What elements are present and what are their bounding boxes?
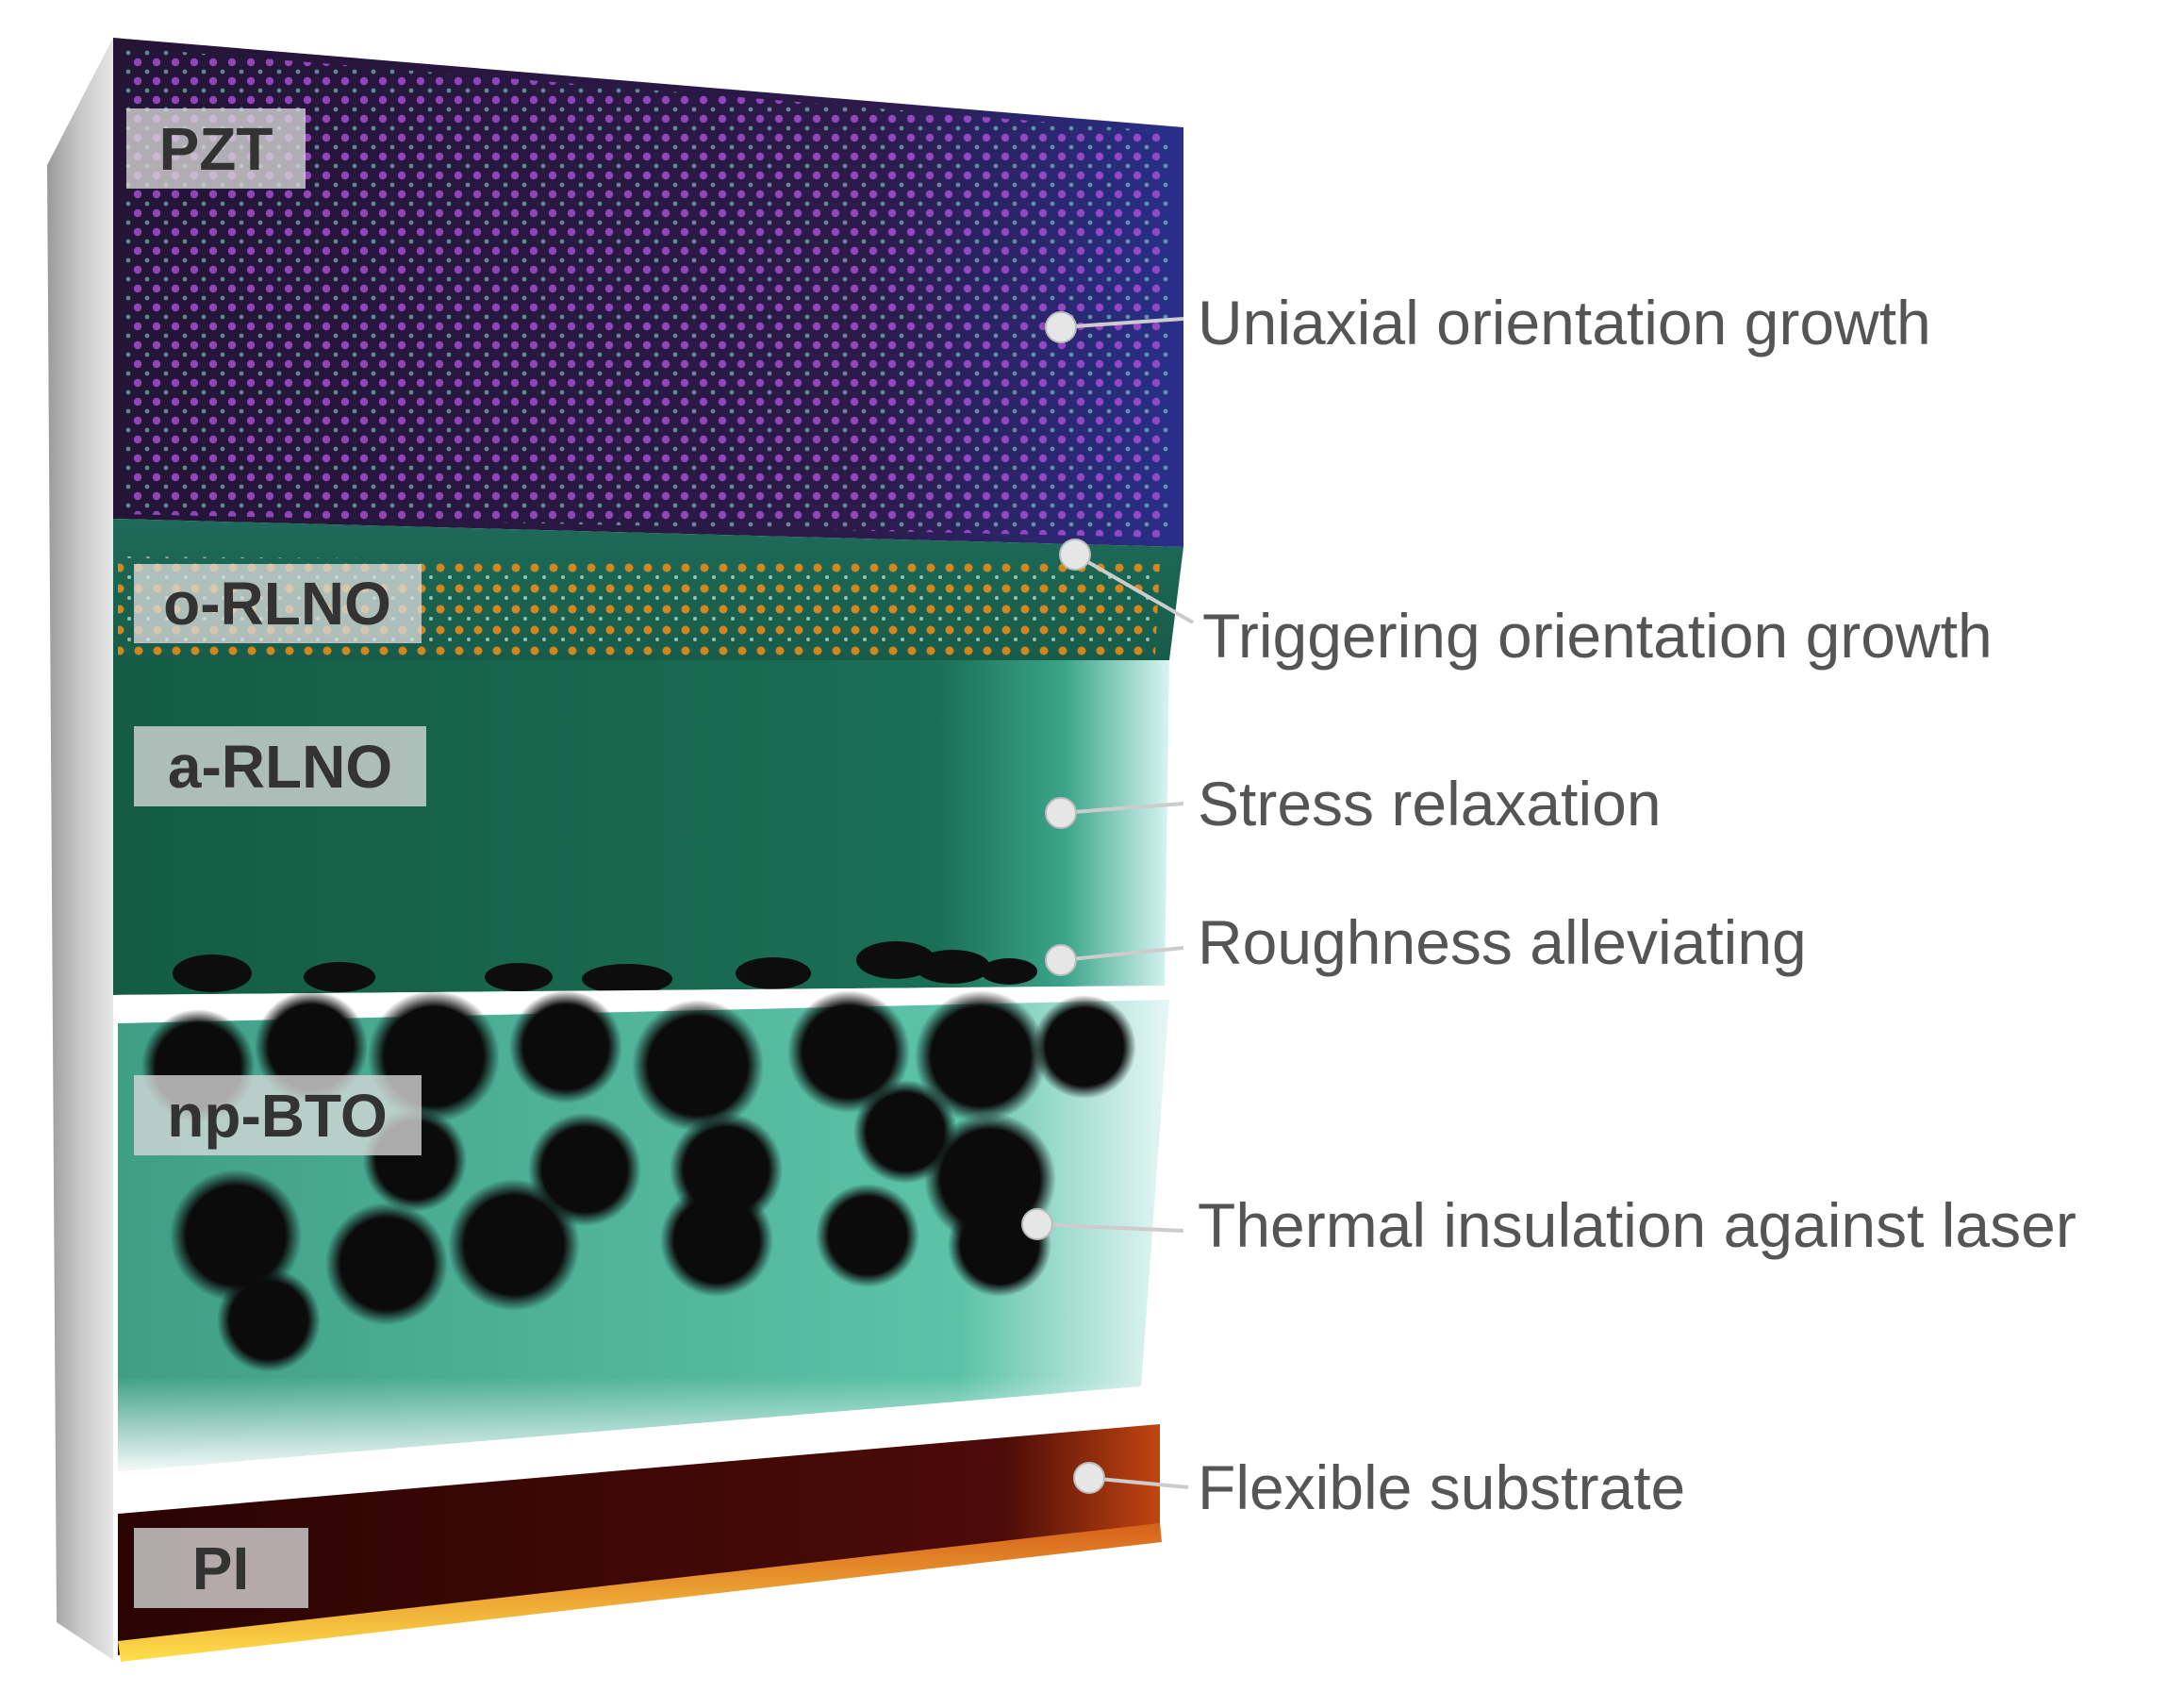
callout-dot: [1059, 539, 1091, 571]
callout-text: Thermal insulation against laser: [1198, 1190, 2076, 1260]
pzt-layer: [113, 38, 1183, 547]
callout-flexible: Flexible substrate: [1073, 1452, 1685, 1522]
callout-text: Roughness alleviating: [1198, 907, 1807, 977]
callout-text: Stress relaxation: [1198, 769, 1662, 838]
block-side-face: [47, 38, 113, 1660]
layer-label-a-rlno: a-RLNO: [134, 726, 426, 806]
callout-uniaxial: Uniaxial orientation growth: [1045, 288, 1931, 357]
callout-dot: [1021, 1208, 1053, 1240]
callout-text: Triggering orientation growth: [1202, 601, 1993, 671]
callout-triggering: Triggering orientation growth: [1059, 539, 1993, 671]
callout-text: Uniaxial orientation growth: [1198, 288, 1931, 357]
layer-label-np-bto: np-BTO: [134, 1075, 422, 1155]
callout-stress: Stress relaxation: [1045, 769, 1662, 838]
layer-label-o-rlno: o-RLNO: [134, 564, 422, 643]
layer-label-text: PI: [192, 1534, 249, 1602]
layer-label-text: PZT: [159, 115, 273, 183]
layer-label-text: a-RLNO: [168, 733, 392, 801]
callout-dot: [1045, 311, 1077, 343]
callout-thermal: Thermal insulation against laser: [1021, 1190, 2076, 1260]
callout-dot: [1045, 797, 1077, 829]
layer-label-pi: PI: [134, 1528, 308, 1608]
a-rlno-layer: [113, 660, 1169, 995]
layer-label-text: o-RLNO: [163, 570, 391, 638]
pi-substrate-layer: [118, 1424, 1162, 1662]
callout-dot: [1045, 944, 1077, 976]
callout-roughness: Roughness alleviating: [1045, 907, 1807, 977]
a-rlno-bottom-particles: [173, 941, 1037, 994]
layer-label-pzt: PZT: [126, 108, 306, 189]
layer-label-text: np-BTO: [167, 1082, 387, 1150]
callout-text: Flexible substrate: [1198, 1452, 1685, 1522]
callout-dot: [1073, 1462, 1105, 1494]
